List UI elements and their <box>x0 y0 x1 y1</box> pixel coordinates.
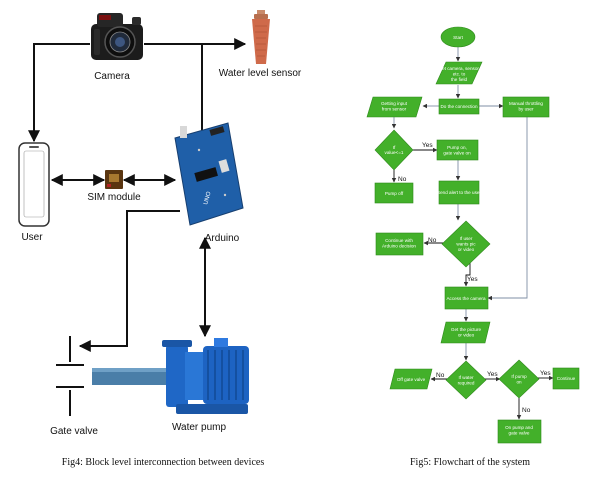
user-label: User <box>21 232 43 243</box>
camera-icon <box>91 13 143 60</box>
fig4-diagram: Camera Water level sensor User SIM <box>18 10 302 468</box>
node-access-camera <box>444 286 489 310</box>
node-if-pump <box>498 359 540 399</box>
water-pump-icon <box>92 338 249 414</box>
water-pump-label: Water pump <box>172 422 227 433</box>
gate-valve-icon <box>56 336 84 416</box>
node-set-camera <box>435 61 483 85</box>
fig4-connections <box>28 38 247 352</box>
gate-valve-label: Gate valve <box>50 426 98 437</box>
yn-yes4: Yes <box>540 370 551 377</box>
yn-no1: No <box>398 176 407 183</box>
edge-camera-user <box>28 43 90 143</box>
sim-module-label: SIM module <box>87 192 141 203</box>
yn-no2: No <box>428 237 437 244</box>
node-getting-input <box>366 96 423 118</box>
camera-label: Camera <box>94 71 130 82</box>
edge-manual-camera <box>487 117 528 301</box>
yn-yes2: Yes <box>467 276 478 283</box>
node-off-gate <box>389 368 433 390</box>
node-start-label: Start <box>453 35 463 40</box>
node-connection <box>438 98 480 115</box>
edge-ifuser-camera <box>463 263 471 287</box>
arduino-label: Arduino <box>205 233 240 244</box>
node-if-user-wants <box>441 220 491 268</box>
yn-no4: No <box>522 407 531 414</box>
node-pump-off-label: Pump off <box>385 191 404 196</box>
svg-text:UNO: UNO <box>203 191 213 206</box>
yn-no3: No <box>436 372 445 379</box>
node-send-alert <box>438 180 480 205</box>
node-pump-on-label: Pump on,gate valve on <box>443 145 471 156</box>
node-start <box>440 26 476 48</box>
fig5-caption: Fig5: Flowchart of the system <box>410 457 530 468</box>
node-if-water <box>445 360 487 400</box>
arduino-board-icon: UNO <box>174 122 244 226</box>
node-access-camera-label: Access the camera <box>446 296 486 301</box>
edge-arduino-gatevalve <box>78 210 180 352</box>
yn-yes1: Yes <box>422 142 433 149</box>
node-manual <box>502 96 550 118</box>
node-on-pump-gate <box>497 419 542 444</box>
yn-yes3: Yes <box>487 371 498 378</box>
node-if-value <box>374 129 414 171</box>
node-pump-off <box>374 182 414 204</box>
water-level-sensor-icon <box>252 10 270 64</box>
node-get-picture <box>440 321 491 344</box>
node-continue-arduino <box>375 232 424 256</box>
node-pump-on <box>436 139 479 161</box>
node-continue-label: Continue <box>557 376 576 381</box>
node-send-alert-label: Send alert to the user <box>437 190 481 195</box>
flowchart-edges <box>391 47 554 420</box>
node-off-gate-label: Off gate valve <box>397 377 426 382</box>
node-continue <box>552 367 580 390</box>
fig4-caption: Fig4: Block level interconnection betwee… <box>62 457 265 468</box>
node-connection-label: Do the connection <box>440 104 477 109</box>
sensor-label: Water level sensor <box>219 68 302 79</box>
phone-icon <box>18 142 50 227</box>
sim-module-icon <box>105 170 123 189</box>
